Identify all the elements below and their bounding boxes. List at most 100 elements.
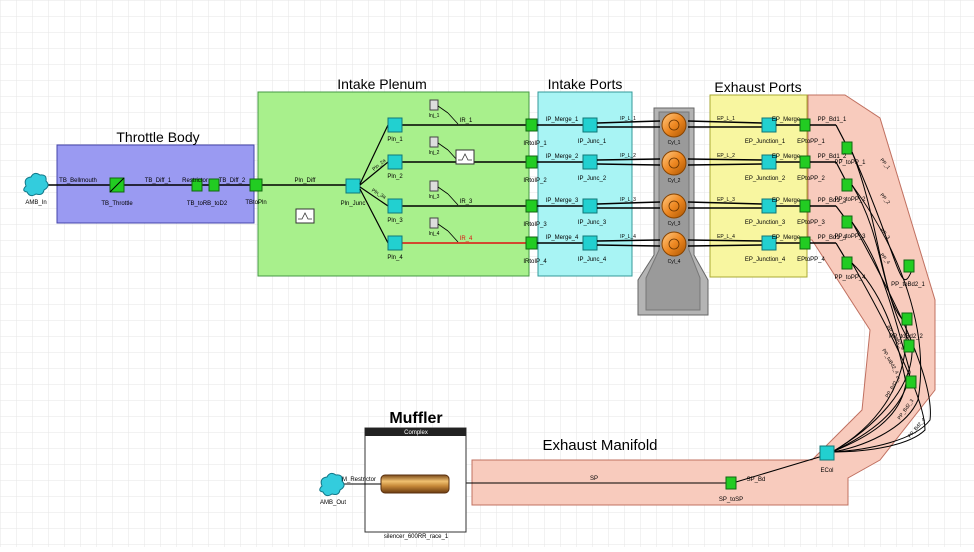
amb-out-node[interactable] [319,472,345,497]
eptopp-2-node[interactable] [799,155,811,169]
pp-tobd2-4-node [905,375,917,389]
ir-4-label: IR_4 [460,236,473,242]
cylinder-3-ring [668,200,680,212]
pp-topp-1-node[interactable] [841,141,853,155]
injector-3-icon[interactable] [429,180,439,192]
ir-monitor-icon[interactable] [455,149,475,165]
irtoip-1-label: IRtoIP_1 [523,141,547,147]
pln-1-label: Pln_1 [387,137,403,143]
muffler-title: Muffler [389,410,442,427]
ep-l-pipe-a-3 [687,201,763,205]
muffler-box[interactable] [364,427,467,533]
pp-tobd2-1-label: PP_toBd2_1 [891,282,925,288]
inj-2-label: Inj_2 [429,150,440,156]
pp-tobd2-3-node [903,339,915,353]
pp-topp-4-node[interactable] [841,256,853,270]
throttle-label: TB_Throttle [101,201,133,207]
restrictor-label: Restrictor [182,178,208,184]
pp-topp-4-label: PP_toPP_4 [834,275,866,281]
ep-l-pipe-b-4 [687,244,763,247]
pln-2-node[interactable] [387,154,403,170]
pln-4-node[interactable] [387,235,403,251]
restrictor-node[interactable] [191,178,203,192]
irtoip-4-node[interactable] [525,236,538,250]
ip-l-1-label: IP_L_1 [620,116,636,122]
sp-to-sp-label: SP_toSP [719,497,743,503]
ip-l-3-label: IP_L_3 [620,197,636,203]
ep-merge-2-label: EP_Merge [772,154,801,160]
cylinder-1-icon[interactable] [661,112,687,138]
ip-merge-2-label: IP_Merge_2 [546,154,579,160]
cylinder-rows[interactable]: Pln_1Inj_1IR_1IRtoIP_1IP_Merge_1IP_Junc_… [387,99,866,281]
eptopp-4-label: EPtoPP_4 [797,257,825,263]
ecol-node[interactable] [819,445,835,461]
ep-l-3-label: EP_L_3 [717,197,735,203]
exhaust-ports-title: Exhaust Ports [714,79,801,95]
pp-tobd2-2-label: PP_toBd2_2 [889,334,923,340]
cylinder-3-label: Cyl_3 [668,221,681,227]
tb-diff-2-label: TB_Diff_2 [219,178,246,184]
ep-l-pipe-a-2 [687,158,763,161]
ip-l-pipe-a-3 [596,201,661,205]
pp-topp-2-label: PP_toPP_2 [834,197,866,203]
irtoip-3-node[interactable] [525,199,538,213]
eptopp-4-node[interactable] [799,236,811,250]
pln-junc-node[interactable] [345,178,361,194]
injector-1-icon[interactable] [429,99,439,111]
sp-bd-label: SP_Bd [747,477,766,483]
eptopp-3-node[interactable] [799,199,811,213]
ir-3-label: IR_3 [460,199,473,205]
ep-merge-1-label: EP_Merge [772,117,801,123]
throttle-valve-node[interactable] [109,177,125,193]
pln-1-node[interactable] [387,117,403,133]
pp-topp-3-node[interactable] [841,215,853,229]
inj-line-3 [437,186,449,195]
tb-to-pln-node[interactable] [249,178,263,192]
pln-diff-monitor-icon[interactable] [295,208,315,224]
throttle-body-region[interactable] [56,144,255,224]
pp-bd1-4-label: PP_Bd1_4 [818,235,847,241]
ep-l-pipe-a-1 [687,120,763,124]
tb-diff-2-node[interactable] [208,178,220,192]
muffler-header: Complex [404,430,428,436]
ip-junc-2-node[interactable] [582,154,598,170]
ip-junc-3-node[interactable] [582,198,598,214]
eptopp-1-node[interactable] [799,118,811,132]
pp-tobd2-2-node [901,312,913,326]
ep-junction-2-label: EP_Junction_2 [745,176,786,182]
irtoip-1-node[interactable] [525,118,538,132]
eptopp-2-label: EPtoPP_2 [797,176,825,182]
cylinder-4-icon[interactable] [661,231,687,257]
pp-tobd2-nodes[interactable] [901,259,917,389]
cylinder-3-icon[interactable] [661,193,687,219]
ip-junc-1-label: IP_Junc_1 [578,139,607,145]
pp-bd1-1-label: PP_Bd1_1 [818,117,847,123]
ip-junc-1-node[interactable] [582,117,598,133]
ep-junction-1-label: EP_Junction_1 [745,139,786,145]
inj-line-2 [437,142,449,151]
sp-bd-node[interactable] [725,476,737,490]
ip-junc-4-node[interactable] [582,235,598,251]
injector-2-icon[interactable] [429,136,439,148]
pp-topp-2-node[interactable] [841,178,853,192]
cylinder-1-ring [668,119,680,131]
ecol-label: ECol [820,468,833,474]
pp-topp-3-label: PP_toPP_3 [834,234,866,240]
tb-to-pln-label: TBtoPln [245,200,266,206]
pln-diff-label: Pln_Diff [295,178,316,184]
inj-3-label: Inj_3 [429,194,440,200]
irtoip-2-node[interactable] [525,155,538,169]
tb-diff-1-label: TB_Diff_1 [145,178,172,184]
exhaust-manifold-region[interactable] [471,94,936,506]
pln-3-node[interactable] [387,198,403,214]
inj-line2-1 [447,112,459,125]
inj-1-label: Inj_1 [429,113,440,119]
ep-l-1-label: EP_L_1 [717,116,735,122]
ip-l-4-label: IP_L_4 [620,234,636,240]
cylinder-2-icon[interactable] [661,150,687,176]
injector-4-icon[interactable] [429,217,439,229]
amb-in-node[interactable] [23,172,49,197]
pln-4-label: Pln_4 [387,255,403,261]
